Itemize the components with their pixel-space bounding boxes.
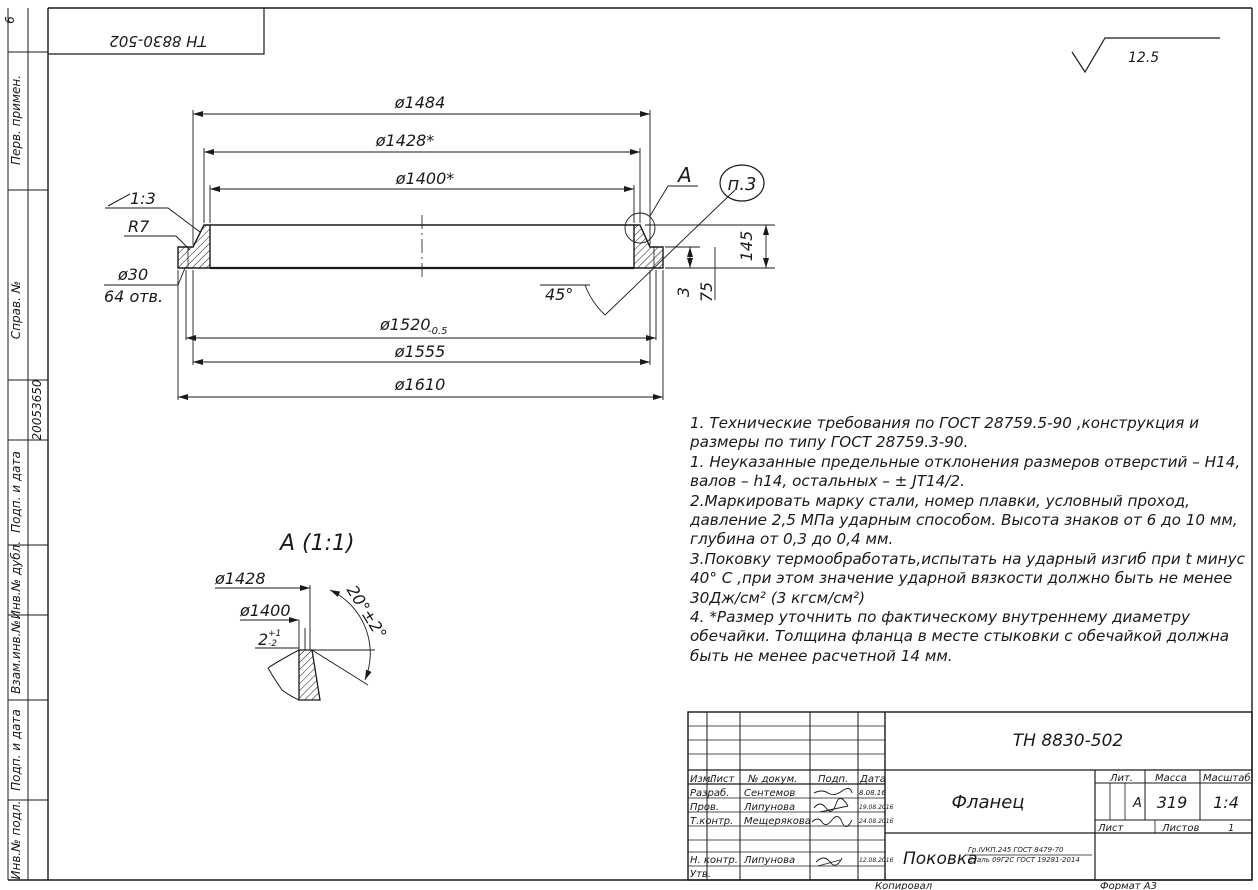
dim-75: 75 — [697, 282, 716, 302]
title-doc-number: ТН 8830-502 — [1013, 731, 1123, 751]
hdr-masshtab: Масштаб — [1203, 772, 1251, 784]
detail-dim-1400: ø1400 — [239, 601, 291, 620]
hdr-list: Лист — [708, 774, 736, 785]
note-ref-label: п.3 — [728, 174, 757, 195]
label-inv-podl: Инв.№ подл. — [9, 801, 23, 880]
dim-1520: ø1520 — [379, 315, 431, 334]
doc-register-number: 20053650 — [30, 379, 44, 440]
label-list: Лист — [1097, 823, 1125, 834]
label-format: Формат А3 — [1100, 881, 1157, 890]
note-2: 2.Маркировать марку стали, номер плавки,… — [690, 491, 1238, 549]
date-nkontr: 12.08.2016 — [859, 857, 894, 864]
date-razrab: 8.08.16 — [859, 789, 886, 797]
material-bottom: Сталь 09Г2С ГОСТ 19281-2014 — [968, 856, 1080, 864]
title-block-texts: ТН 8830-502 Фланец Изм. Лист № докум. По… — [690, 731, 1251, 890]
corner-mark: 6 — [3, 16, 17, 24]
dim-taper: 1:3 — [130, 189, 156, 208]
detail-dim-1428: ø1428 — [214, 569, 266, 588]
dim-1428: ø1428* — [375, 131, 435, 150]
role-nkontr: Н. контр. — [690, 855, 738, 866]
dim-1555: ø1555 — [394, 342, 446, 361]
hdr-ndok: № докум. — [747, 774, 797, 785]
date-prov: 19.08.2016 — [859, 804, 894, 811]
dim-hole-diameter: ø30 — [117, 265, 148, 284]
roughness-value: 12.5 — [1128, 50, 1159, 66]
hdr-izm: Изм. — [690, 774, 714, 785]
title-block — [687, 711, 1253, 881]
role-utv: Утв. — [690, 869, 711, 880]
label-podp-data-1: Подп. и дата — [9, 451, 23, 533]
flange-section — [177, 215, 664, 280]
top-stamp-number: ТН 8830-502 — [109, 32, 206, 50]
signatures — [811, 788, 853, 867]
note-4: 4. *Размер уточнить по фактическому внут… — [690, 608, 1230, 665]
dimension-lines — [104, 110, 775, 400]
detail-angle: 20°±2° — [343, 582, 391, 643]
note-0: 1. Технические требования по ГОСТ 28759.… — [690, 414, 1199, 452]
value-masshtab: 1:4 — [1213, 793, 1239, 812]
detail-tol-lower: -2 — [268, 639, 277, 649]
name-tkontr: Мещерякова — [744, 816, 811, 827]
role-prov: Пров. — [690, 802, 719, 813]
label-kopiroval: Копировал — [875, 881, 933, 890]
dim-1610: ø1610 — [394, 375, 446, 394]
name-prov: Липунова — [743, 802, 795, 813]
title-part-name: Фланец — [951, 792, 1024, 813]
note-1: 1. Неуказанные предельные отклонения раз… — [690, 452, 1241, 491]
note-3: 3.Поковку термообработать,испытать на уд… — [690, 549, 1245, 607]
dim-hole-count: 64 отв. — [104, 287, 163, 306]
roughness-symbol — [1071, 37, 1220, 74]
taper-symbol — [107, 193, 131, 207]
role-razrab: Разраб. — [690, 787, 729, 799]
material-top: Гр.IVКП.245 ГОСТ 8479-70 — [968, 846, 1064, 854]
hdr-podp: Подп. — [818, 774, 848, 785]
dim-1484: ø1484 — [394, 93, 446, 112]
detail-a-texts: А (1:1) ø1428 ø1400 2 +1 -2 20°±2° — [214, 531, 391, 649]
value-massa: 319 — [1157, 793, 1188, 812]
label-podp-data-2: Подп. и дата — [9, 709, 23, 791]
note-ref-circle — [719, 164, 765, 202]
role-tkontr: Т.контр. — [690, 816, 733, 827]
label-inv-dubl: Инв.№ дубл. — [9, 541, 23, 619]
dimension-texts: ø1484 ø1428* ø1400* 1:3 R7 ø30 64 отв. 4… — [104, 93, 756, 394]
detail-tol-upper: +1 — [268, 629, 281, 639]
value-listov: 1 — [1228, 823, 1234, 834]
dim-angle-45: 45° — [545, 285, 573, 304]
hdr-data: Дата — [859, 774, 886, 785]
frame — [7, 7, 1253, 881]
technical-requirements: 1. Технические требования по ГОСТ 28759.… — [690, 414, 1250, 666]
detail-a-title: А (1:1) — [278, 531, 355, 556]
date-tkontr: 24.08.2016 — [859, 818, 894, 825]
view-a-label: А — [676, 163, 692, 187]
dim-1520-tolerance: -0.5 — [428, 326, 448, 337]
dim-r7: R7 — [128, 217, 150, 236]
name-nkontr: Липунова — [743, 855, 795, 866]
label-perv-primen: Перв. примен. — [9, 75, 23, 165]
hdr-massa: Масса — [1155, 773, 1187, 784]
detail-a — [215, 585, 375, 701]
dim-1400: ø1400* — [395, 169, 455, 188]
hdr-lit: Лит. — [1109, 773, 1133, 784]
label-vzam-inv: Взам.инв.№ — [9, 620, 23, 694]
detail-tol-base: 2 — [258, 630, 268, 649]
label-listov: Листов — [1161, 823, 1199, 834]
value-lit: А — [1132, 796, 1142, 811]
name-razrab: Сентемов — [744, 788, 795, 799]
side-labels: Перв. примен. Справ. № 20053650 Подп. и … — [3, 16, 44, 880]
dim-145: 145 — [737, 231, 756, 262]
dim-3: 3 — [674, 287, 693, 297]
material-main: Поковка — [903, 849, 978, 869]
label-sprav: Справ. № — [9, 281, 23, 339]
